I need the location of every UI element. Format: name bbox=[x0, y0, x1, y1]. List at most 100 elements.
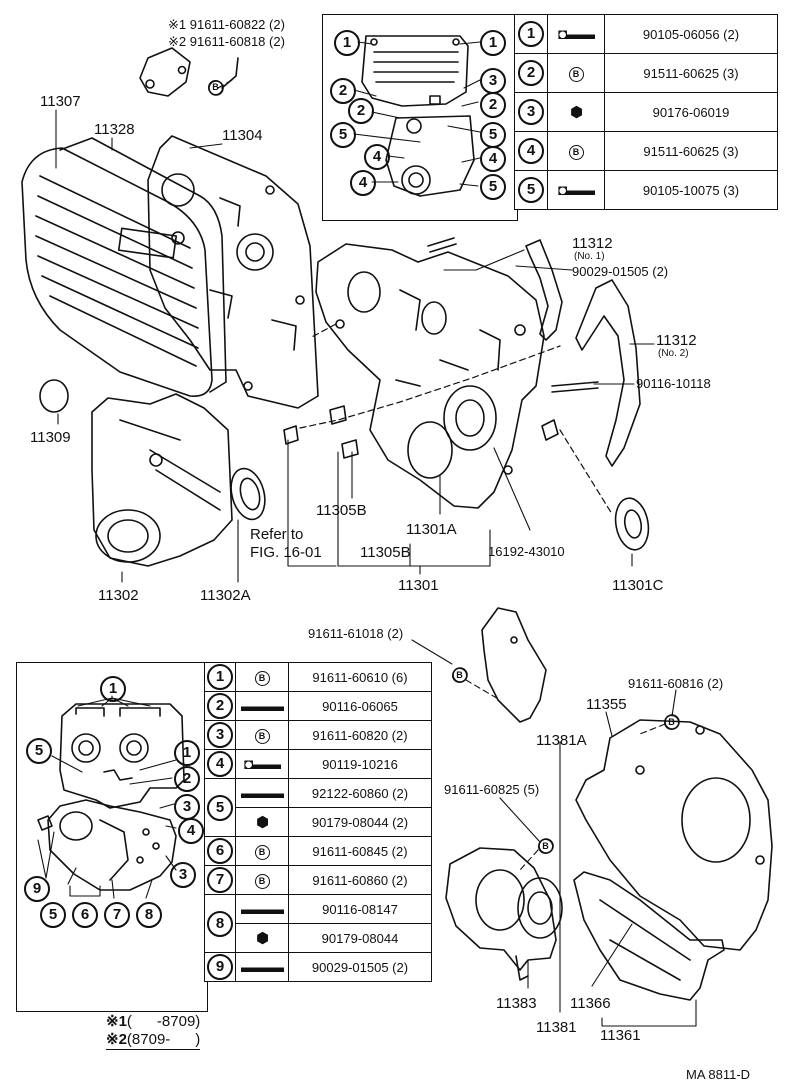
bracket-upper-drawing bbox=[481, 607, 547, 723]
top-bracket-drawing bbox=[139, 47, 239, 97]
fastener-icon-cell: ◘▬▬ bbox=[547, 170, 605, 210]
oil-seal-retainer-drawing bbox=[445, 847, 563, 981]
ref-number: 2 bbox=[518, 60, 544, 86]
ref-number-cell: 3 bbox=[204, 720, 236, 750]
stud-icon: ▬▬▬ bbox=[241, 784, 284, 802]
gasket-11312-no1-drawing bbox=[525, 239, 563, 341]
ref-number-cell: 5 bbox=[514, 170, 548, 210]
fastener-icon-cell: ⬢ bbox=[235, 923, 289, 953]
fastener-icon-cell: ◘▬▬ bbox=[547, 14, 605, 54]
label-11361: 11361 bbox=[600, 1027, 641, 1044]
bolt-icon: ◘▬▬ bbox=[243, 755, 281, 773]
ref-number-cell: 6 bbox=[204, 836, 236, 866]
label-16192-43010: 16192-43010 bbox=[488, 544, 565, 559]
ref-number: 8 bbox=[207, 910, 233, 937]
note-line-2: ※2 91611-60818 (2) bbox=[168, 35, 285, 48]
fastener-icon-cell: B bbox=[235, 865, 289, 895]
part-number-cell: 90176-06019 bbox=[604, 92, 778, 132]
inset-leader-lines bbox=[37, 695, 177, 899]
ref-number-cell: 4 bbox=[204, 749, 236, 779]
part-number-cell: 91511-60625 (3) bbox=[604, 53, 778, 93]
assembly-lines-bottom bbox=[465, 679, 666, 871]
b-washer-icon: B bbox=[208, 80, 223, 95]
callout-1: 1 bbox=[174, 740, 200, 766]
b-washer-icon: B bbox=[254, 873, 270, 889]
note-mark-1: ※1 bbox=[168, 17, 187, 32]
fastener-icon-cell: ⬢ bbox=[547, 92, 605, 132]
part-number-cell: 91611-60820 (2) bbox=[288, 720, 432, 750]
callout-4: 4 bbox=[178, 818, 204, 844]
timing-cover-rear-drawing bbox=[147, 135, 319, 409]
part-number-cell: 90105-06056 (2) bbox=[604, 14, 778, 54]
label-11301: 11301 bbox=[398, 577, 439, 594]
parts-table-row: 9 ▬▬▬90029-01505 (2) bbox=[204, 952, 432, 982]
fastener-icon-cell: B bbox=[547, 131, 605, 171]
callout-1: 1 bbox=[334, 30, 360, 56]
date-note-1-mark: ※1 bbox=[106, 1013, 127, 1030]
part-number-cell: 91611-60610 (6) bbox=[288, 662, 432, 692]
inset-top-leader-lines bbox=[353, 41, 481, 187]
ref-number: 9 bbox=[207, 954, 233, 980]
label-91611-61018: 91611-61018 (2) bbox=[308, 626, 404, 641]
label-90029-01505: 90029-01505 (2) bbox=[572, 264, 669, 279]
inset-block-drawing bbox=[37, 703, 185, 891]
label-11383: 11383 bbox=[496, 995, 537, 1012]
bolt-icon: ◘▬▬ bbox=[557, 25, 595, 43]
label-90116-10118: 90116-10118 bbox=[636, 376, 711, 391]
parts-table-row: 2 B 91511-60625 (3) bbox=[514, 53, 778, 93]
callout-4: 4 bbox=[350, 170, 376, 196]
part-number-cell: 91611-60845 (2) bbox=[288, 836, 432, 866]
label-91611-60816: 91611-60816 (2) bbox=[628, 676, 724, 691]
stud-icon: ▬▬▬ bbox=[241, 958, 284, 976]
ref-number-cell: 4 bbox=[514, 131, 548, 171]
rear-end-plate-drawing bbox=[575, 719, 773, 951]
fastener-icon-cell: ▬▬▬ bbox=[235, 778, 289, 808]
callout-5: 5 bbox=[40, 902, 66, 928]
part-number-cell: 90029-01505 (2) bbox=[288, 952, 432, 982]
ref-number: 1 bbox=[518, 21, 544, 47]
b-washer-icon: B bbox=[568, 144, 584, 160]
cap-11309-drawing bbox=[39, 379, 69, 413]
oil-seal-11302a-drawing bbox=[230, 467, 266, 521]
label-11309: 11309 bbox=[30, 429, 71, 446]
callout-9: 9 bbox=[24, 876, 50, 902]
gasket-11312-no2-drawing bbox=[575, 279, 641, 467]
b-washer-icon: B bbox=[568, 66, 584, 82]
fastener-icon-cell: ◘▬▬ bbox=[235, 749, 289, 779]
ref-number: 7 bbox=[207, 867, 233, 893]
bolt-icon: ◘▬▬ bbox=[557, 181, 595, 199]
callout-2: 2 bbox=[174, 766, 200, 792]
parts-table-row: 5◘▬▬90105-10075 (3) bbox=[514, 170, 778, 210]
b-washer-icon: B bbox=[254, 670, 270, 686]
ref-number-cell: 5 bbox=[204, 778, 236, 837]
label-11301c: 11301C bbox=[612, 577, 664, 594]
nut-icon: ⬢ bbox=[255, 930, 269, 947]
note-11312-no2: (No. 2) bbox=[658, 348, 689, 359]
ref-number: 6 bbox=[207, 838, 233, 864]
stud-icon: ▬▬▬ bbox=[241, 697, 284, 715]
oil-seal-11301c-drawing bbox=[614, 497, 650, 551]
callout-1: 1 bbox=[480, 30, 506, 56]
ref-number: 4 bbox=[518, 138, 544, 164]
b-washer-icon: B bbox=[452, 668, 467, 683]
b-washer-icon: B bbox=[664, 715, 679, 730]
ref-number-cell: 8 bbox=[204, 894, 236, 953]
fastener-icon-cell: ▬▬▬ bbox=[235, 952, 289, 982]
callout-1: 1 bbox=[100, 676, 126, 702]
part-number-cell: 91611-60860 (2) bbox=[288, 865, 432, 895]
parts-table-row: 3⬢90176-06019 bbox=[514, 92, 778, 132]
callout-5: 5 bbox=[480, 174, 506, 200]
callout-2: 2 bbox=[480, 92, 506, 118]
leader-lines-top bbox=[55, 109, 655, 583]
ref-number-cell: 1 bbox=[204, 662, 236, 692]
label-11312-no2: 11312 bbox=[656, 332, 697, 349]
part-number-cell: 90116-08147 bbox=[288, 894, 432, 924]
ref-number-cell: 2 bbox=[514, 53, 548, 93]
label-91611-60825: 91611-60825 (5) bbox=[444, 782, 540, 797]
ref-number-cell: 3 bbox=[514, 92, 548, 132]
ref-number-cell: 1 bbox=[514, 14, 548, 54]
